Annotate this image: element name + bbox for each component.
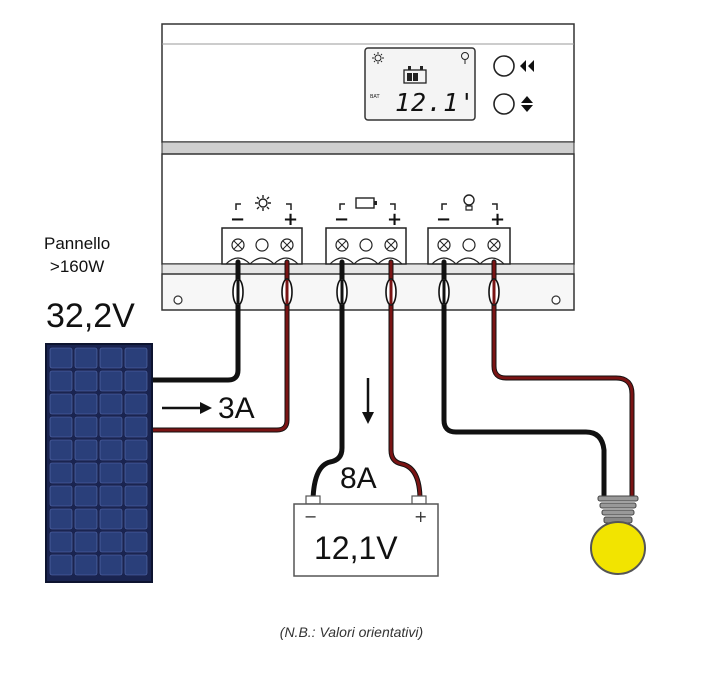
solar-cell xyxy=(99,393,123,415)
solar-cell xyxy=(124,347,148,369)
terminal-block-battery xyxy=(325,197,407,265)
solar-cell xyxy=(99,462,123,484)
light-bulb xyxy=(590,495,646,575)
solar-panel xyxy=(45,343,153,583)
wire-solar-positive xyxy=(148,260,289,432)
bulb-icon xyxy=(463,194,475,211)
solar-cell xyxy=(99,416,123,438)
wire-battery-positive xyxy=(389,260,422,502)
wire-battery-negative xyxy=(310,259,345,503)
solar-cell xyxy=(124,554,148,576)
solar-cell xyxy=(124,439,148,461)
solar-cell xyxy=(99,554,123,576)
lcd-bulb-icon xyxy=(461,52,469,64)
panel-label-line1: Pannello xyxy=(44,234,111,253)
battery: − + xyxy=(293,495,439,577)
up-down-arrow-icon xyxy=(521,96,533,112)
solar-cell xyxy=(99,439,123,461)
solar-cell xyxy=(124,485,148,507)
load-minus-sign: − xyxy=(436,209,451,230)
panel-rating-label: Pannello >160W xyxy=(44,232,110,278)
battery-minus-sign: − xyxy=(334,209,349,230)
battery-plus-sign: + xyxy=(387,209,402,230)
solar-cell xyxy=(74,370,98,392)
battery-plus-label: + xyxy=(414,507,427,526)
solar-cell xyxy=(74,439,98,461)
solar-cell xyxy=(124,370,148,392)
solar-cell xyxy=(99,347,123,369)
lcd-display xyxy=(364,47,476,121)
footnote: (N.B.: Valori orientativi) xyxy=(279,624,424,640)
load-plus-sign: + xyxy=(490,209,505,230)
battery-minus-label: − xyxy=(304,507,317,526)
wire-solar-negative xyxy=(147,259,241,383)
sun-icon xyxy=(255,195,271,211)
solar-cell xyxy=(49,347,73,369)
wire-load-negative xyxy=(441,259,607,501)
solar-cell xyxy=(49,554,73,576)
solar-current-arrow xyxy=(162,402,212,414)
solar-cell xyxy=(99,531,123,553)
solar-cell xyxy=(49,370,73,392)
solar-cell xyxy=(49,531,73,553)
solar-cell xyxy=(124,462,148,484)
button-up-down[interactable] xyxy=(493,93,533,115)
wire-load-positive xyxy=(492,260,634,500)
mounting-rail xyxy=(161,273,575,311)
lcd-sun-icon xyxy=(372,52,384,64)
terminal-block-solar xyxy=(221,195,303,265)
solar-current-value: 3A xyxy=(218,392,255,425)
solar-cell xyxy=(74,347,98,369)
solar-cell xyxy=(124,508,148,530)
left-right-arrow-icon xyxy=(520,60,534,72)
solar-cell xyxy=(74,485,98,507)
solar-cell xyxy=(49,416,73,438)
solar-cell xyxy=(49,508,73,530)
solar-cell xyxy=(99,370,123,392)
lcd-voltage-reading: 12.1' xyxy=(395,88,476,117)
solar-cell xyxy=(124,393,148,415)
screw-hole-right xyxy=(551,295,561,305)
screw-hole-left xyxy=(173,295,183,305)
button-left-right[interactable] xyxy=(493,55,534,77)
lcd-battery-icon xyxy=(403,66,427,84)
solar-cell xyxy=(99,508,123,530)
battery-current-value: 8A xyxy=(340,462,377,495)
solar-cell xyxy=(124,416,148,438)
solar-cell xyxy=(74,393,98,415)
solar-plus-sign: + xyxy=(283,209,298,230)
solar-cell xyxy=(124,531,148,553)
solar-cell xyxy=(74,462,98,484)
svg-text:BAT: BAT xyxy=(370,94,380,100)
solar-cell xyxy=(49,485,73,507)
solar-cell xyxy=(74,554,98,576)
solar-cell xyxy=(74,508,98,530)
panel-voltage: 32,2V xyxy=(46,297,135,335)
solar-cell xyxy=(49,439,73,461)
solar-cell xyxy=(74,531,98,553)
solar-cell xyxy=(49,462,73,484)
battery-current-arrow xyxy=(362,378,374,424)
solar-cell xyxy=(49,393,73,415)
battery-voltage: 12,1V xyxy=(314,530,398,566)
solar-cell xyxy=(99,485,123,507)
panel-label-line2: >160W xyxy=(49,257,105,276)
solar-cell xyxy=(74,416,98,438)
solar-minus-sign: − xyxy=(230,209,245,230)
terminal-block-load xyxy=(427,194,511,265)
battery-icon xyxy=(355,197,377,209)
